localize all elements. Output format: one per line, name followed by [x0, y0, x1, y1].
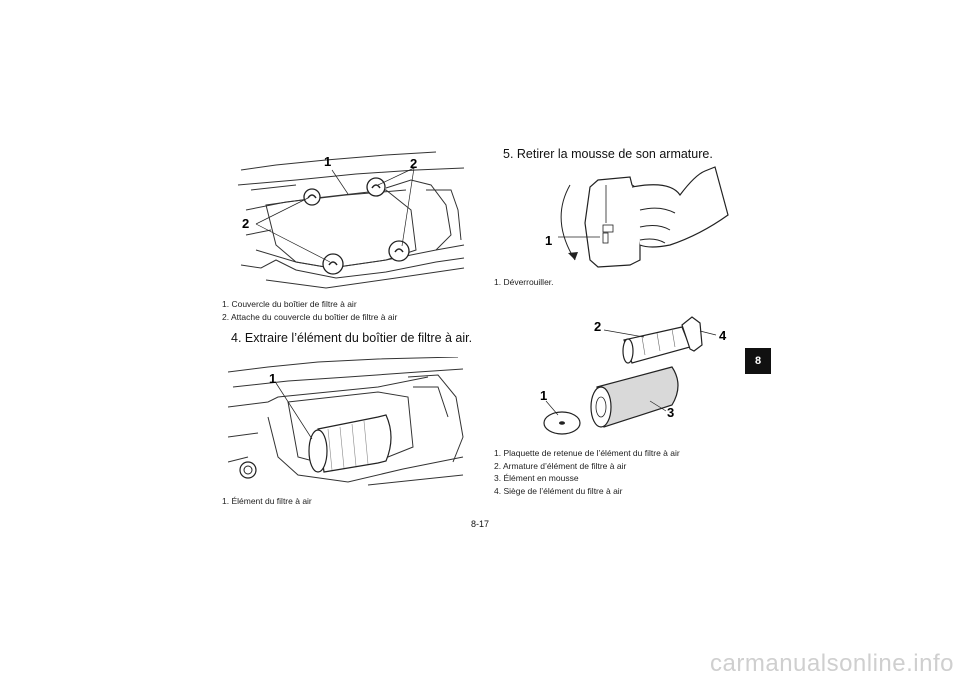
caption-item: 4. Siège de l’élément du filtre à air [494, 485, 623, 496]
figure-air-filter-case-cover: 1 2 2 [237, 151, 465, 289]
step-4-text: 4. Extraire l’élément du boîtier de filt… [231, 331, 473, 345]
caption-item: 2. Attache du couvercle du boîtier de fi… [222, 311, 398, 322]
callout-1: 1 [269, 371, 276, 386]
figure-unlock-retainer: 1 [545, 166, 729, 268]
figure4-captions: 1. Plaquette de retenue de l’élément du … [494, 447, 680, 497]
callout-3: 3 [667, 405, 674, 420]
chapter-tab: 8 [745, 348, 771, 374]
caption-item: 2. Armature d’élément de filtre à air [494, 460, 627, 471]
caption-item: 1. Déverrouiller. [494, 277, 554, 287]
callout-1: 1 [540, 388, 547, 403]
watermark: carmanualsonline.info [710, 650, 954, 677]
callout-2-right: 2 [410, 156, 417, 171]
caption-item: 1. Couvercle du boîtier de filtre à air [222, 299, 357, 309]
figure3-captions: 1. Déverrouiller. [494, 276, 554, 289]
page-number: 8-17 [470, 519, 489, 529]
caption-item: 1. Plaquette de retenue de l’élément du … [494, 448, 680, 458]
callout-1: 1 [324, 154, 331, 169]
callout-4: 4 [719, 328, 727, 343]
caption-item: 1. Élément du filtre à air [222, 496, 312, 506]
callout-2-left: 2 [242, 216, 249, 231]
callout-1: 1 [545, 233, 552, 248]
caption-item: 3. Élément en mousse [494, 473, 579, 483]
figure-air-filter-element: 1 [228, 357, 464, 486]
figure1-captions: 1. Couvercle du boîtier de filtre à air … [222, 298, 397, 323]
step-5-text: 5. Retirer la mousse de son armature. [503, 147, 713, 161]
callout-2: 2 [594, 319, 601, 334]
figure-filter-components: 1 2 3 4 [540, 316, 727, 435]
figure2-captions: 1. Élément du filtre à air [222, 495, 312, 508]
